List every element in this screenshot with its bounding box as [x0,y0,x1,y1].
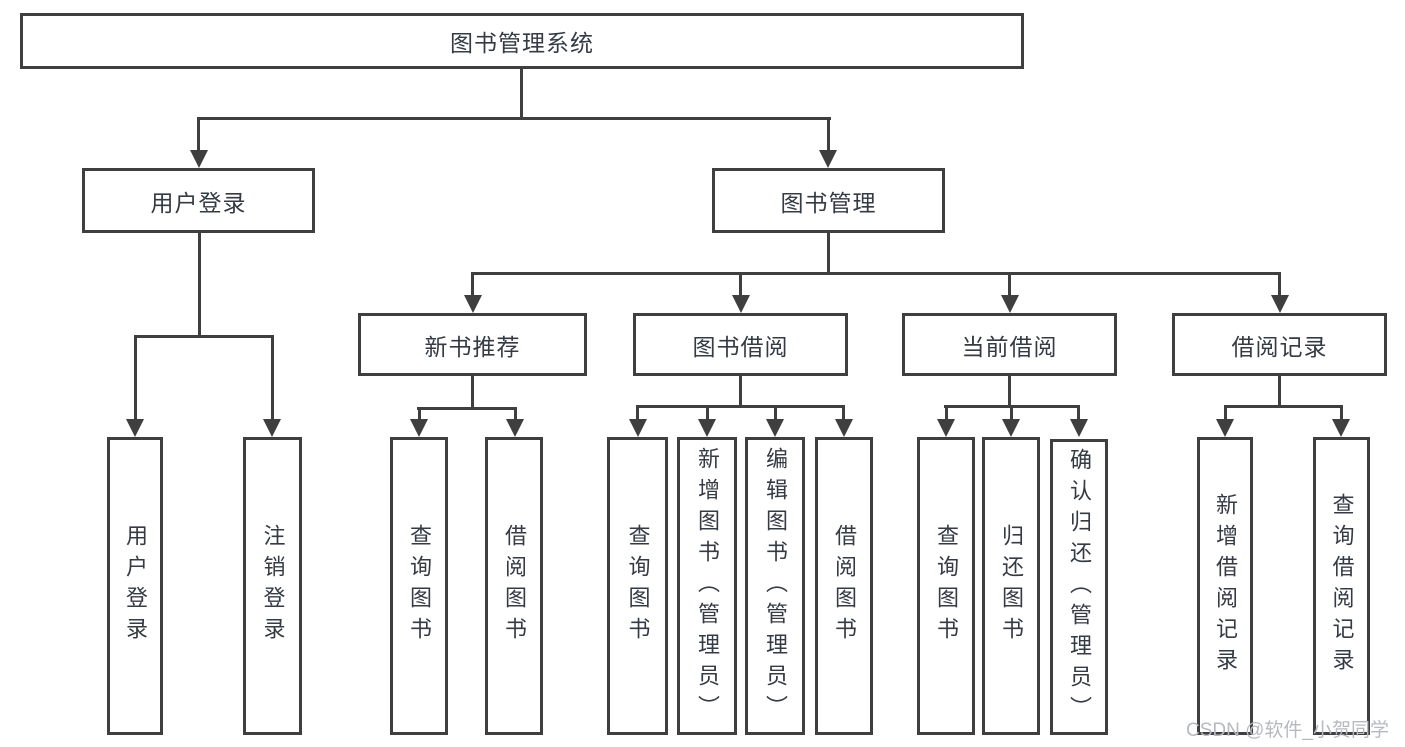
node-current-borrow-label: 当前借阅 [961,333,1058,360]
node-borrow-book-borrow: 借阅图书 [815,437,873,735]
node-edit-book-admin: 编辑图书（管理员） [745,437,805,735]
arrowhead-down-icon [1070,419,1088,437]
arrowhead-down-icon [732,295,750,313]
node-query-borrow-record-label: 查询借阅记录 [1329,493,1355,679]
node-borrow-book-borrow-label: 借阅图书 [832,524,857,648]
arrowhead-down-icon [766,419,784,437]
node-query-borrow-record: 查询借阅记录 [1313,437,1370,735]
node-query-book-borrow: 查询图书 [607,437,668,735]
arrowhead-down-icon [819,150,837,168]
connector-leaf [1077,405,1080,421]
arrowhead-down-icon [410,419,428,437]
node-query-book-current: 查询图书 [917,437,975,735]
connector-to-book-mgmt [827,117,830,153]
arrowhead-down-icon [1271,295,1289,313]
arrowhead-down-icon [1216,419,1234,437]
arrowhead-down-icon [263,419,281,437]
connector-user-login-drop [198,233,201,336]
connector-borrow-records-drop [1278,376,1281,405]
arrowhead-down-icon [464,295,482,313]
connector-book-borrow-rail [636,405,845,408]
connector-leaf [636,405,639,421]
node-borrow-records: 借阅记录 [1172,313,1387,376]
node-root-label: 图书管理系统 [450,30,594,56]
connector-leaf [774,405,777,421]
arrowhead-down-icon [1001,295,1019,313]
arrowhead-down-icon [126,419,144,437]
node-return-book: 归还图书 [982,437,1040,735]
node-query-book-current-label: 查询图书 [934,524,959,648]
connector-leaf [1340,405,1343,421]
arrowhead-down-icon [506,419,524,437]
connector-root-rail [197,117,831,120]
connector-leaf [945,405,948,421]
node-book-borrow: 图书借阅 [633,313,848,376]
connector-root-drop [520,68,523,118]
connector-to-new-book-rec [471,272,474,297]
node-query-book-rec: 查询图书 [390,437,448,735]
node-borrow-book-rec: 借阅图书 [485,437,543,735]
node-query-book-borrow-label: 查询图书 [625,524,651,648]
node-user-login-leaf: 用户登录 [107,437,163,735]
arrowhead-down-icon [835,419,853,437]
node-logout-leaf: 注销登录 [243,437,302,735]
node-add-book-admin: 新增图书（管理员） [677,437,737,735]
connector-to-user-login [197,117,200,153]
node-book-mgmt-label: 图书管理 [780,189,877,216]
node-logout-leaf-label: 注销登录 [260,524,286,648]
connector-borrow-records-rail [1224,405,1343,408]
arrowhead-down-icon [1332,419,1350,437]
connector-new-book-rec-rail [417,407,517,410]
connector-leaf [514,407,517,421]
node-add-borrow-record: 新增借阅记录 [1197,437,1253,735]
arrowhead-down-icon [698,419,716,437]
csdn-watermark: CSDN @软件_小贺同学 [1186,720,1389,741]
connector-current-borrow-drop [1008,376,1011,405]
arrowhead-down-icon [629,419,647,437]
node-book-mgmt: 图书管理 [712,168,945,233]
connector-leaf [706,405,709,421]
connector-to-user-login-leaf [134,335,137,421]
arrowhead-down-icon [1002,419,1020,437]
arrowhead-down-icon [937,419,955,437]
connector-leaf [842,405,845,421]
node-new-book-rec-label: 新书推荐 [424,333,521,360]
connector-user-login-rail [134,335,274,338]
connector-to-book-borrow [739,272,742,297]
node-edit-book-admin-label: 编辑图书（管理员） [763,446,788,726]
connector-new-book-rec-drop [471,376,474,407]
connector-book-mgmt-rail [471,272,1281,275]
node-book-borrow-label: 图书借阅 [692,333,789,360]
node-user-login: 用户登录 [82,168,315,233]
connector-to-current-borrow [1008,272,1011,297]
node-root: 图书管理系统 [20,13,1024,69]
connector-to-logout-leaf [271,335,274,421]
node-user-login-leaf-label: 用户登录 [123,524,148,648]
node-new-book-rec: 新书推荐 [358,313,587,376]
arrowhead-down-icon [190,150,208,168]
node-query-book-rec-label: 查询图书 [407,524,432,648]
node-confirm-return-admin: 确认归还（管理员） [1050,439,1108,735]
connector-to-borrow-records [1278,272,1281,297]
node-user-login-label: 用户登录 [150,189,247,216]
connector-leaf [1010,405,1013,421]
node-confirm-return-admin-label: 确认归还（管理员） [1067,447,1092,727]
node-borrow-book-rec-label: 借阅图书 [502,524,527,648]
node-add-borrow-record-label: 新增借阅记录 [1213,493,1238,679]
node-borrow-records-label: 借阅记录 [1231,333,1328,360]
node-current-borrow: 当前借阅 [902,313,1117,376]
node-return-book-label: 归还图书 [999,524,1024,648]
node-add-book-admin-label: 新增图书（管理员） [695,446,720,726]
connector-leaf [1224,405,1227,421]
connector-book-mgmt-drop [827,233,830,272]
connector-leaf [418,407,421,421]
connector-book-borrow-drop [739,376,742,405]
